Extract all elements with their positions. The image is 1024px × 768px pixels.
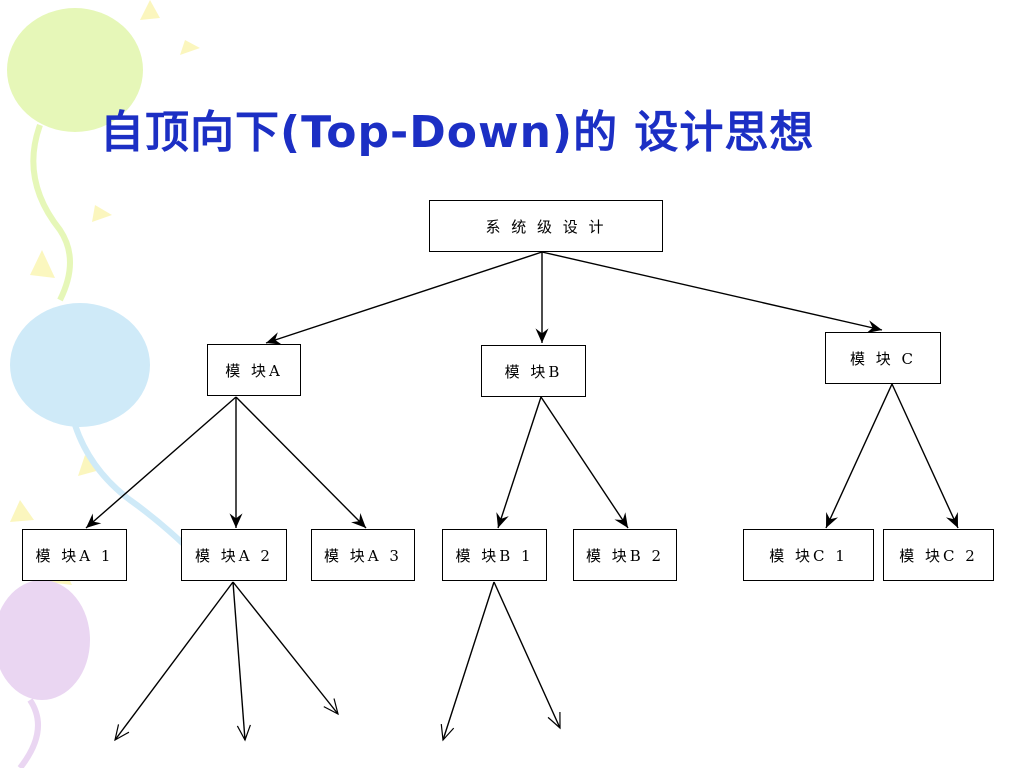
node-module-a: 模 块A: [207, 344, 301, 396]
edge-b-to-b2: [540, 396, 629, 529]
node-module-a2: 模 块A 2: [181, 529, 287, 581]
arrowhead-icon: [826, 512, 839, 528]
edge-a2-to-down2: [232, 581, 251, 742]
edge-a2-to-down1: [114, 581, 234, 742]
arrowhead-icon: [86, 513, 102, 528]
edge-a-to-a1: [85, 396, 237, 529]
arrowhead-icon: [266, 332, 282, 345]
arrowhead-icon: [496, 512, 509, 528]
node-module-b: 模 块B: [481, 345, 586, 397]
edge-c-to-c2: [891, 383, 959, 529]
node-module-a3: 模 块A 3: [311, 529, 415, 581]
open-arrowhead-icon: [547, 711, 561, 730]
arrowhead-icon: [229, 513, 243, 528]
balloon-decoration: [0, 0, 200, 768]
edge-root-to-a: [265, 251, 543, 345]
page-title: 自顶向下(Top-Down)的 设计思想: [100, 96, 814, 160]
arrowhead-icon: [866, 320, 882, 334]
edge-c-to-c1: [825, 383, 893, 529]
open-arrowhead-icon: [440, 724, 455, 742]
node-module-c: 模 块 C: [825, 332, 941, 384]
open-arrowhead-icon: [323, 698, 339, 716]
title-suffix: 的 设计思想: [573, 107, 815, 158]
edge-root-to-c: [541, 251, 883, 334]
edge-b1-to-down1: [440, 581, 495, 742]
edge-b-to-b1: [496, 396, 542, 529]
node-module-b2: 模 块B 2: [573, 529, 677, 581]
edge-a-to-a2: [229, 397, 243, 528]
arrowhead-icon: [535, 328, 549, 343]
arrowhead-icon: [945, 512, 958, 528]
open-arrowhead-icon: [236, 724, 251, 742]
arrowhead-icon: [351, 513, 366, 528]
edge-a2-to-down3: [232, 581, 339, 716]
node-module-b1: 模 块B 1: [442, 529, 547, 581]
node-module-c1: 模 块C 1: [743, 529, 874, 581]
title-english: (Top-Down): [280, 107, 574, 158]
title-prefix: 自顶向下: [100, 107, 280, 158]
node-module-a1: 模 块A 1: [22, 529, 127, 581]
arrowhead-icon: [614, 512, 628, 528]
edge-a-to-a3: [235, 396, 367, 529]
node-module-c2: 模 块C 2: [883, 529, 994, 581]
edge-b1-to-down2: [493, 581, 561, 730]
open-arrowhead-icon: [114, 724, 130, 742]
node-root: 系 统 级 设 计: [429, 200, 663, 252]
edge-root-to-b: [535, 252, 549, 343]
